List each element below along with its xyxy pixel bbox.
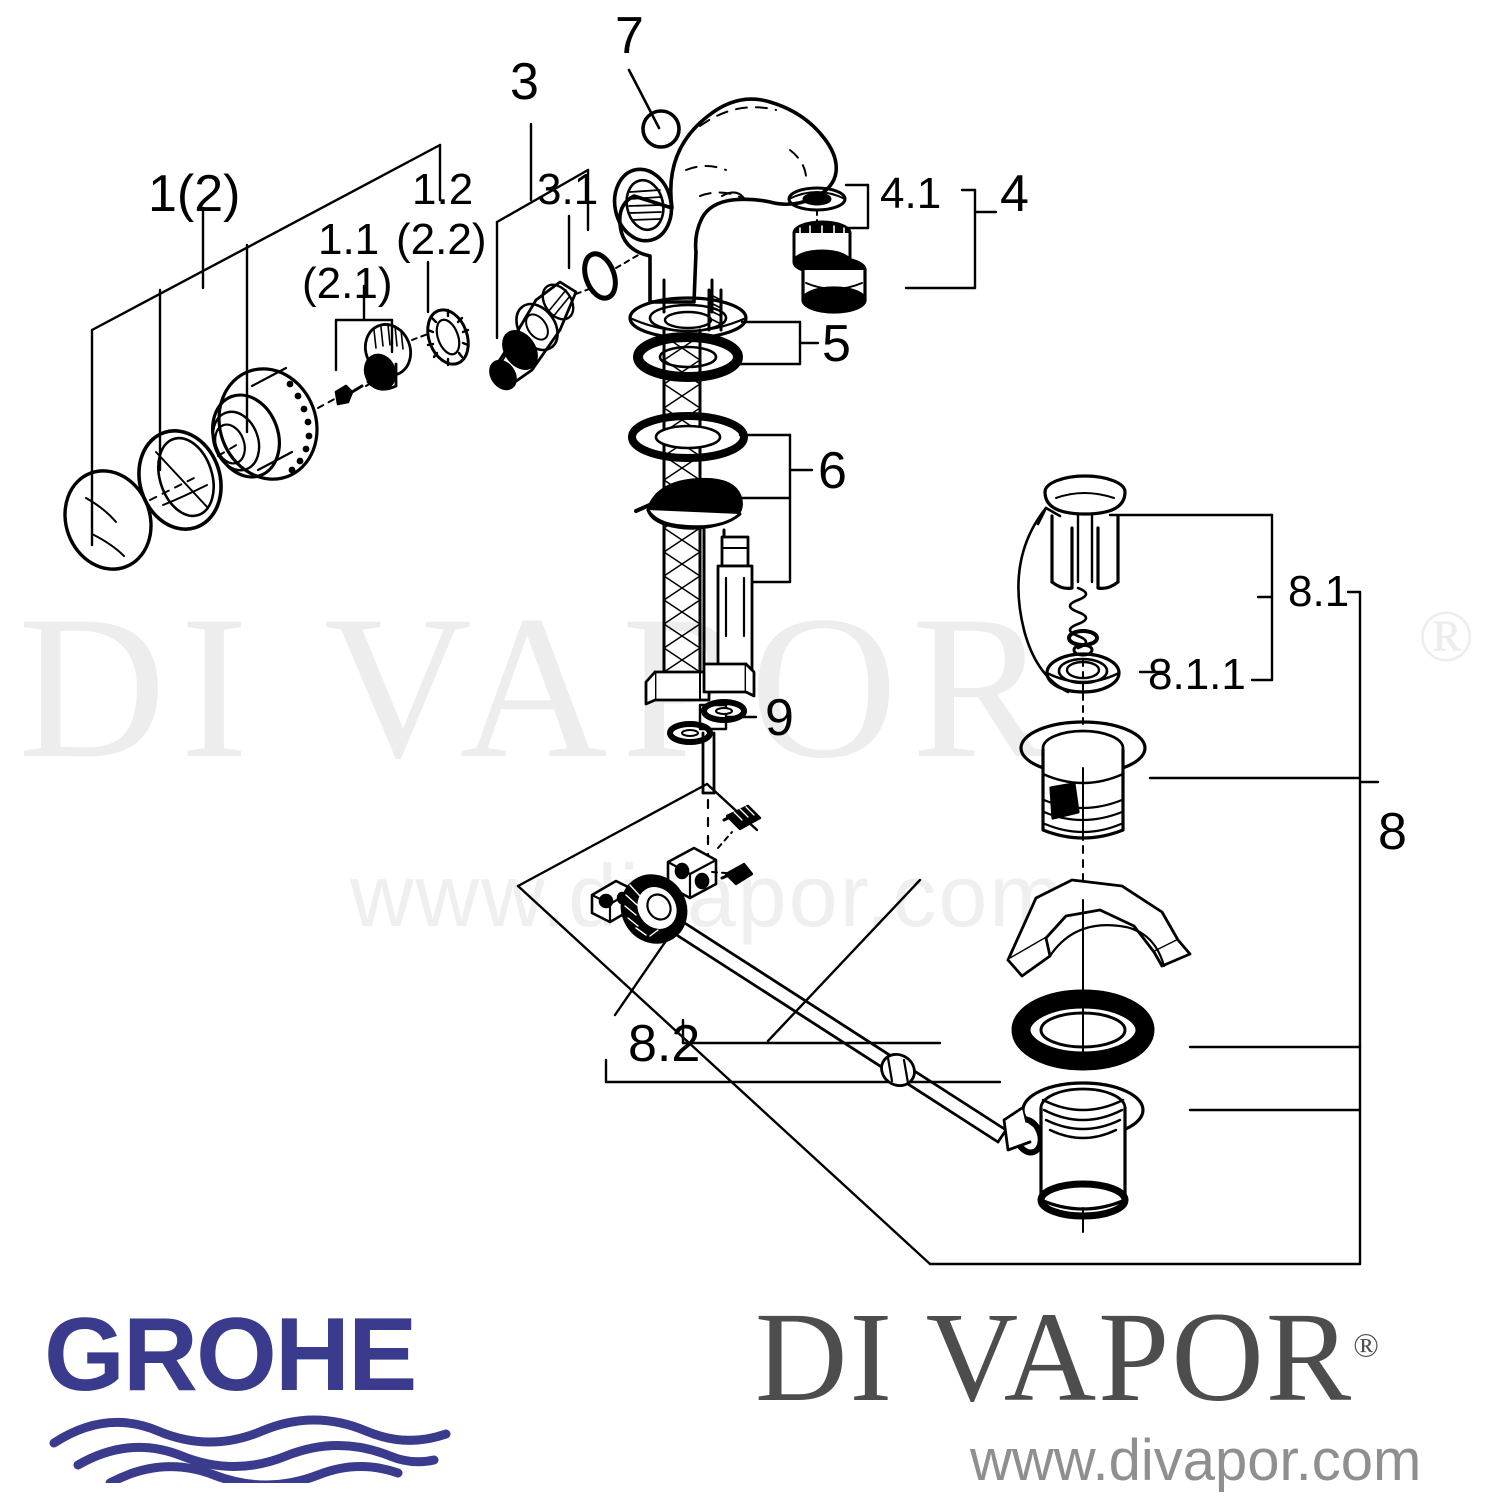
grohe-logo: GROHE xyxy=(40,1295,460,1485)
callout-9: 9 xyxy=(765,689,794,747)
part-waste-oring xyxy=(1011,989,1155,1071)
callout-8-1: 8.1 xyxy=(1288,567,1350,616)
part-washers-9 xyxy=(667,699,747,745)
bracket-group-5 xyxy=(738,320,820,366)
callout-3: 3 xyxy=(510,53,539,111)
registered-icon: ® xyxy=(1353,1327,1379,1365)
callout-6: 6 xyxy=(818,442,847,500)
callout-1-1: 1.1 xyxy=(318,215,380,264)
divapor-name: DI VAPOR xyxy=(755,1286,1354,1428)
part-index-cap xyxy=(63,469,153,571)
part-seal-washer-8-1-1 xyxy=(1045,652,1121,694)
callout-8-2: 8.2 xyxy=(628,1015,701,1073)
callout-5: 5 xyxy=(822,315,851,373)
part-screw-upper xyxy=(722,804,762,831)
bracket-group-4 xyxy=(844,183,998,290)
part-lift-rod xyxy=(670,918,1008,1144)
bracket-group-8 xyxy=(928,513,1380,1266)
part-horseshoe-washer xyxy=(1006,878,1192,1006)
callout-7: 7 xyxy=(615,7,644,65)
callout-8: 8 xyxy=(1378,803,1407,861)
callout-3-1: 3.1 xyxy=(537,165,599,214)
part-decorative-ring xyxy=(137,429,223,531)
part-waste-body xyxy=(1019,720,1147,841)
part-clamp-6b xyxy=(634,477,743,530)
footer-logos: GROHE DI VAPOR® www.divapor.com xyxy=(0,1285,1500,1500)
callout-1-2-sub: 1.2 xyxy=(412,165,474,214)
part-faucet-body xyxy=(612,97,839,314)
part-hex-nuts xyxy=(644,662,756,706)
part-o-ring-3-1 xyxy=(582,251,618,301)
callout-2-1: (2.1) xyxy=(302,259,393,308)
part-waste-stopper xyxy=(1043,474,1127,657)
divapor-url: www.divapor.com xyxy=(970,1428,1422,1493)
bracket-group-1 xyxy=(90,143,442,547)
callout-2-2: (2.2) xyxy=(396,215,487,264)
assembly-arrow xyxy=(1017,506,1070,694)
callout-8-1-1: 8.1.1 xyxy=(1148,650,1246,699)
part-waste-lower-body xyxy=(1002,1081,1145,1233)
divapor-wordmark: DI VAPOR® xyxy=(755,1293,1495,1421)
part-handle-adaptor xyxy=(363,323,413,391)
part-knurled-nut xyxy=(620,874,688,944)
callout-1-2: 1(2) xyxy=(148,165,241,223)
grohe-wordmark: GROHE xyxy=(44,1297,417,1413)
part-rubber-seal-5 xyxy=(633,332,743,382)
part-toothed-washer xyxy=(426,308,470,367)
part-linkage-clevis xyxy=(666,846,718,900)
leader-7 xyxy=(627,68,661,130)
part-aerator-housing xyxy=(801,256,867,314)
part-fixing-screw xyxy=(334,384,364,406)
bracket-group-8-2 xyxy=(516,782,1002,1266)
part-cartridge-body xyxy=(211,366,319,481)
part-valve-cartridge xyxy=(489,280,578,391)
bracket-group-6 xyxy=(738,433,814,584)
grohe-waves-icon xyxy=(49,1415,451,1483)
part-washer-6a xyxy=(628,412,748,462)
part-pull-rod xyxy=(701,731,716,795)
bracket-group-3 xyxy=(495,122,590,340)
callout-4: 4 xyxy=(1000,165,1029,223)
callout-4-1: 4.1 xyxy=(880,169,942,218)
divapor-logo: DI VAPOR® www.divapor.com xyxy=(755,1285,1495,1493)
part-screw-right xyxy=(720,862,754,886)
